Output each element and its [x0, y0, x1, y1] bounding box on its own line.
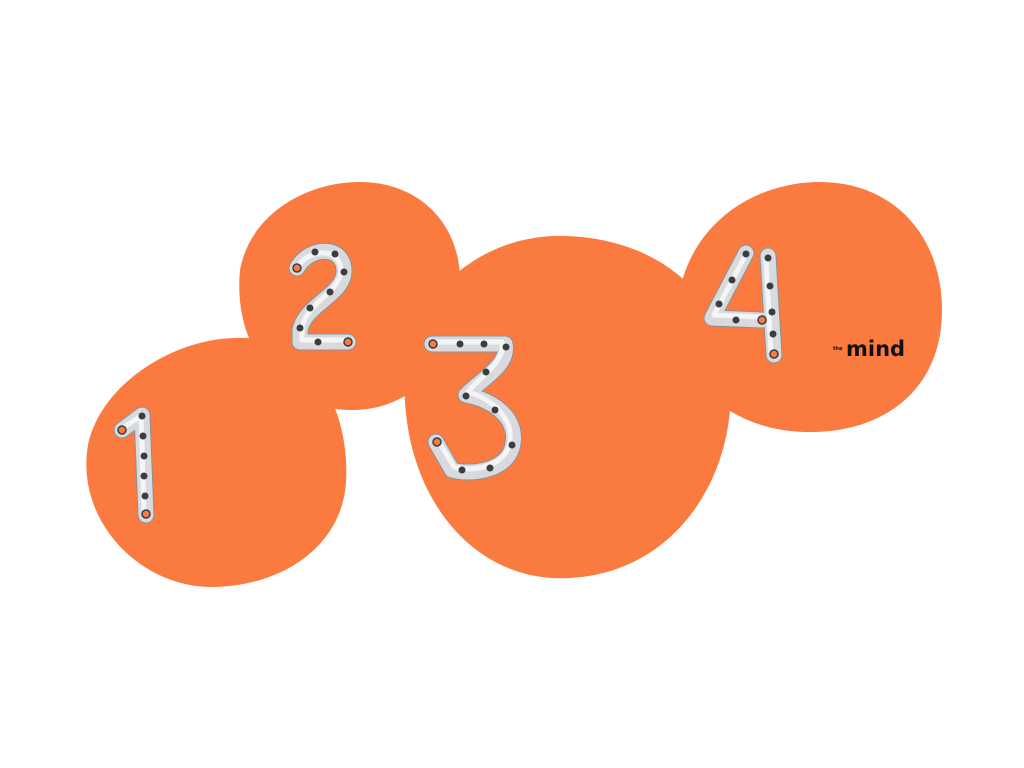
brand-name: mind — [846, 337, 905, 361]
digit-3-chain: 3 — [423, 335, 522, 481]
blob-2 — [239, 182, 461, 411]
brand-prefix: the — [833, 346, 843, 352]
digit-1-chain: 1 — [113, 406, 155, 524]
digit-2-chain: 2 — [288, 242, 357, 351]
blob-1 — [86, 337, 347, 588]
brand-logo: the mind — [833, 337, 905, 361]
blob-3 — [404, 235, 731, 579]
blob-4 — [677, 181, 942, 433]
digit-4-chain: 4 — [703, 244, 783, 364]
